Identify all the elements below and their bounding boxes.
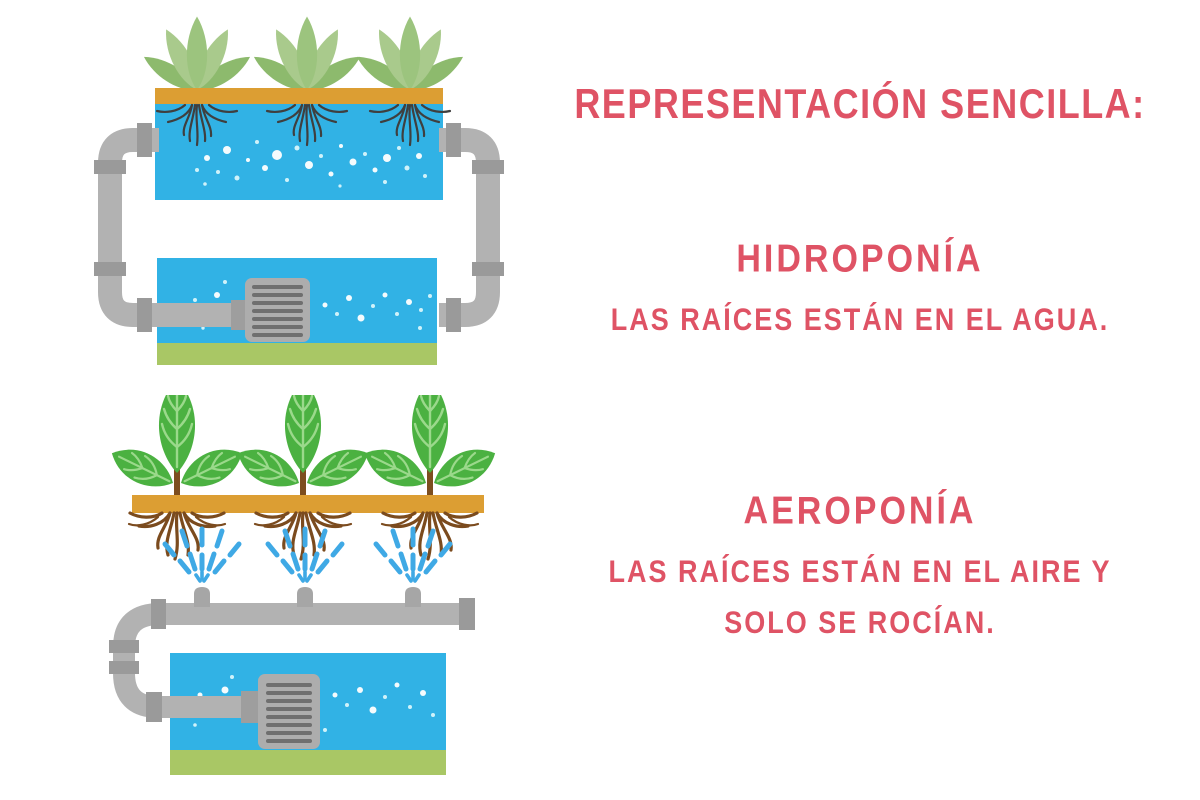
water-pump	[231, 278, 310, 342]
pump-inlet	[231, 300, 249, 330]
pipe-end-cap	[459, 598, 475, 630]
hydroponics-illustration	[94, 10, 504, 365]
mist-sprays	[165, 529, 450, 581]
water-pump	[241, 674, 320, 749]
grow-bed-lid	[155, 88, 443, 104]
aeroponics-description-line-2: SOLO SE ROCÍAN.	[724, 604, 996, 640]
aeroponic-plants	[105, 395, 502, 499]
air-bubbles-upper	[204, 144, 422, 177]
pipe-loop	[98, 128, 500, 327]
left-pipe	[98, 128, 247, 327]
pump-grill	[266, 683, 312, 743]
air-bubbles-upper-pale	[195, 140, 427, 188]
air-bubbles	[197, 682, 426, 714]
right-pipe	[439, 128, 500, 327]
pipe-joints	[109, 598, 475, 722]
spray-pipe	[113, 603, 461, 718]
pump-inlet	[241, 691, 260, 723]
pump-grill	[252, 285, 303, 337]
grow-board	[132, 495, 484, 513]
page-title: REPRESENTACIÓN SENCILLA:	[574, 80, 1146, 128]
hydroponics-heading: HIDROPONÍA	[736, 237, 984, 281]
hydroponic-plants	[139, 17, 467, 98]
pipe-joints	[94, 123, 504, 332]
reservoir-base	[170, 750, 446, 775]
hydroponics-text-block: HIDROPONÍA LAS RAÍCES ESTÁN EN EL AGUA.	[540, 237, 1180, 346]
aeroponics-description-line-1: LAS RAÍCES ESTÁN EN EL AIRE Y	[608, 554, 1112, 590]
aeroponics-heading: AEROPONÍA	[743, 489, 977, 533]
aeroponics-description: LAS RAÍCES ESTÁN EN EL AIRE Y SOLO SE RO…	[540, 548, 1180, 649]
title-block: REPRESENTACIÓN SENCILLA:	[540, 80, 1180, 128]
aeroponics-illustration	[85, 395, 515, 775]
aeroponics-text-block: AEROPONÍA LAS RAÍCES ESTÁN EN EL AIRE Y …	[540, 489, 1180, 648]
reservoir-base	[157, 343, 437, 365]
hydroponics-description: LAS RAÍCES ESTÁN EN EL AGUA.	[610, 302, 1110, 338]
